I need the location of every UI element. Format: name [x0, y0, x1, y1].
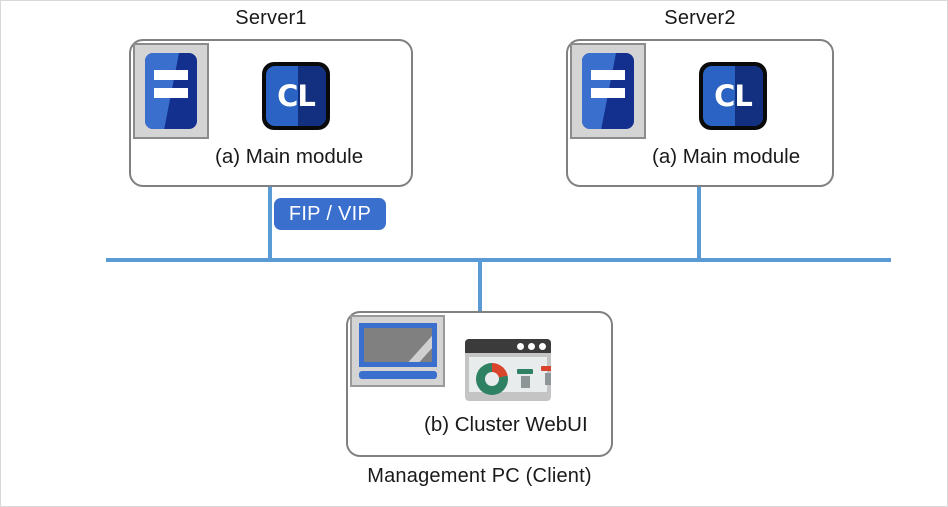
server1-network-link — [268, 187, 272, 262]
server-icon — [570, 43, 646, 139]
server2-module-label: (a) Main module — [652, 145, 801, 168]
server2-network-link — [697, 187, 701, 262]
window-dot-icon — [517, 342, 524, 350]
cl-logo-icon: CL — [699, 62, 767, 130]
window-dot-icon — [539, 342, 546, 350]
client-network-link — [478, 260, 482, 312]
server-icon — [133, 43, 209, 139]
cl-logo-text: CL — [714, 79, 753, 113]
dashboard-browser-icon — [465, 339, 551, 401]
server2-title: Server2 — [664, 7, 736, 29]
browser-titlebar — [465, 339, 551, 353]
widget-bar-icon — [541, 366, 551, 385]
desktop-pc-icon — [350, 315, 445, 387]
window-dot-icon — [528, 342, 535, 350]
cl-logo-text: CL — [277, 79, 316, 113]
client-box[interactable]: (b) Cluster WebUI — [346, 311, 613, 457]
widget-bar-icon — [517, 369, 533, 388]
client-module-label: (b) Cluster WebUI — [424, 413, 588, 436]
server1-module-label: (a) Main module — [215, 145, 364, 168]
cl-logo-icon: CL — [262, 62, 330, 130]
client-title: Management PC (Client) — [367, 465, 592, 487]
donut-chart-icon — [476, 363, 508, 395]
server1-box[interactable]: CL (a) Main module — [129, 39, 413, 187]
server2-box[interactable]: CL (a) Main module — [566, 39, 834, 187]
fip-vip-badge[interactable]: FIP / VIP — [274, 198, 386, 230]
network-bus-line — [106, 258, 891, 262]
server1-title: Server1 — [235, 7, 307, 29]
